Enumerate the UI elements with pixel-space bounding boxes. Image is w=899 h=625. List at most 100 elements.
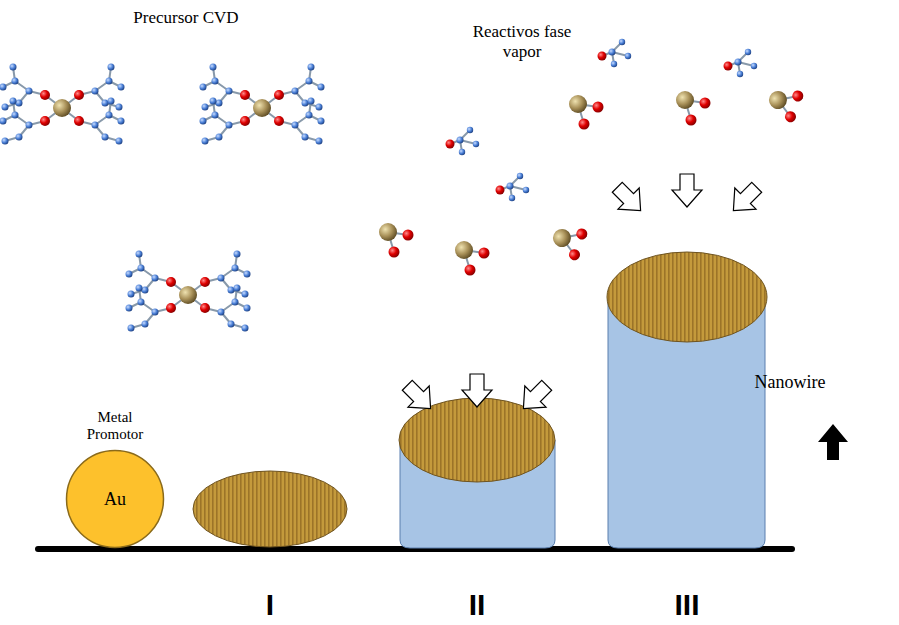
carbon-atom — [16, 134, 23, 141]
carbon-atom — [136, 285, 143, 292]
alloy-droplet — [399, 398, 555, 482]
carbon-atom — [126, 305, 133, 312]
carbon-atom — [745, 49, 751, 55]
carbon-atom — [136, 251, 143, 258]
flux-arrow — [397, 375, 442, 420]
oxygen-atom — [598, 52, 607, 61]
carbon-atom — [218, 275, 225, 282]
metal-atom — [53, 99, 71, 117]
carbon-atom — [212, 112, 219, 119]
carbon-atom — [26, 88, 33, 95]
carbon-atom — [16, 100, 23, 107]
oxygen-atom — [686, 115, 697, 126]
carbon-atom — [226, 88, 233, 95]
precursor-molecule — [126, 251, 251, 332]
carbon-atom — [523, 187, 529, 193]
carbon-atom — [10, 64, 17, 71]
heading-label: Reactivos fase vapor — [472, 22, 572, 61]
carbon-atom — [0, 118, 7, 125]
carbon-atom — [292, 88, 299, 95]
carbon-atom — [216, 100, 223, 107]
oxide-molecule — [550, 221, 594, 265]
carbon-atom — [242, 291, 249, 298]
alloy-droplet — [607, 252, 767, 342]
carbon-atom — [152, 275, 159, 282]
precursor-molecule — [0, 64, 125, 145]
carbon-atom — [228, 321, 235, 328]
oxygen-atom — [479, 248, 490, 259]
oxide-molecule — [379, 223, 414, 258]
metal-atom — [455, 241, 473, 259]
metal-atom — [550, 226, 573, 249]
carbon-atom — [316, 104, 323, 111]
metal-atom — [569, 95, 587, 113]
carbon-atom — [106, 112, 113, 119]
oxygen-atom — [40, 116, 50, 126]
carbon-atom — [308, 64, 315, 71]
carbon-atom — [102, 134, 109, 141]
carbon-atom — [138, 299, 145, 306]
carbon-atom — [202, 104, 209, 111]
oxygen-atom — [200, 303, 210, 313]
carbon-atom — [737, 71, 743, 77]
metal-atom — [253, 99, 271, 117]
oxygen-atom — [240, 116, 250, 126]
carbon-atom — [619, 39, 625, 45]
flux-arrow — [462, 374, 492, 407]
carbon-atom — [218, 309, 225, 316]
carbon-atom — [318, 84, 325, 91]
carbon-atom — [457, 137, 464, 144]
oxygen-atom — [240, 90, 250, 100]
carbon-atom — [216, 134, 223, 141]
oxygen-atom — [166, 303, 176, 313]
carbon-atom — [244, 271, 251, 278]
carbon-atom — [308, 98, 315, 105]
carbon-atom — [92, 88, 99, 95]
gold-particle — [67, 451, 164, 548]
carbon-atom — [210, 64, 217, 71]
node-heading: Metal Promotor — [75, 409, 155, 444]
oxygen-atom — [446, 140, 455, 149]
carbon-atom — [302, 100, 309, 107]
carbon-atom — [138, 265, 145, 272]
oxygen-atom — [403, 230, 414, 241]
carbon-atom — [118, 118, 125, 125]
oxygen-atom — [74, 90, 84, 100]
carbon-atom — [234, 251, 241, 258]
precursor-molecule — [200, 64, 325, 145]
carbon-atom — [142, 321, 149, 328]
stage-number: II — [447, 588, 507, 623]
carbon-atom — [735, 59, 742, 66]
oxygen-atom — [274, 116, 284, 126]
oxygen-atom — [166, 277, 176, 287]
oxygen-atom — [700, 98, 711, 109]
metal-atom — [676, 91, 694, 109]
stage-number: I — [240, 588, 300, 623]
oxygen-atom — [724, 62, 733, 71]
carbon-atom — [459, 149, 465, 155]
oxide-molecule — [569, 95, 604, 130]
oxygen-atom — [465, 265, 476, 276]
carbon-atom — [2, 104, 9, 111]
carbon-atom — [244, 305, 251, 312]
carbon-atom — [92, 122, 99, 129]
carbon-atom — [751, 63, 757, 69]
oxygen-atom — [567, 248, 581, 262]
oxide-molecule — [766, 83, 810, 127]
oxygen-atom — [40, 90, 50, 100]
oxygen-atom — [579, 119, 590, 130]
carbon-atom — [2, 138, 9, 145]
carbon-atom — [517, 173, 523, 179]
carbon-atom — [232, 265, 239, 272]
metal-atom — [379, 223, 397, 241]
carbon-atom — [118, 84, 125, 91]
carbon-atom — [473, 141, 479, 147]
oxygen-atom — [791, 89, 805, 103]
flux-arrow — [607, 177, 652, 222]
carbon-atom — [108, 98, 115, 105]
carbon-atom — [242, 325, 249, 332]
carbon-atom — [200, 84, 207, 91]
carbon-atom — [142, 287, 149, 294]
metal-droplet: Metal PromotorAu — [65, 449, 165, 549]
carbon-atom — [116, 138, 123, 145]
